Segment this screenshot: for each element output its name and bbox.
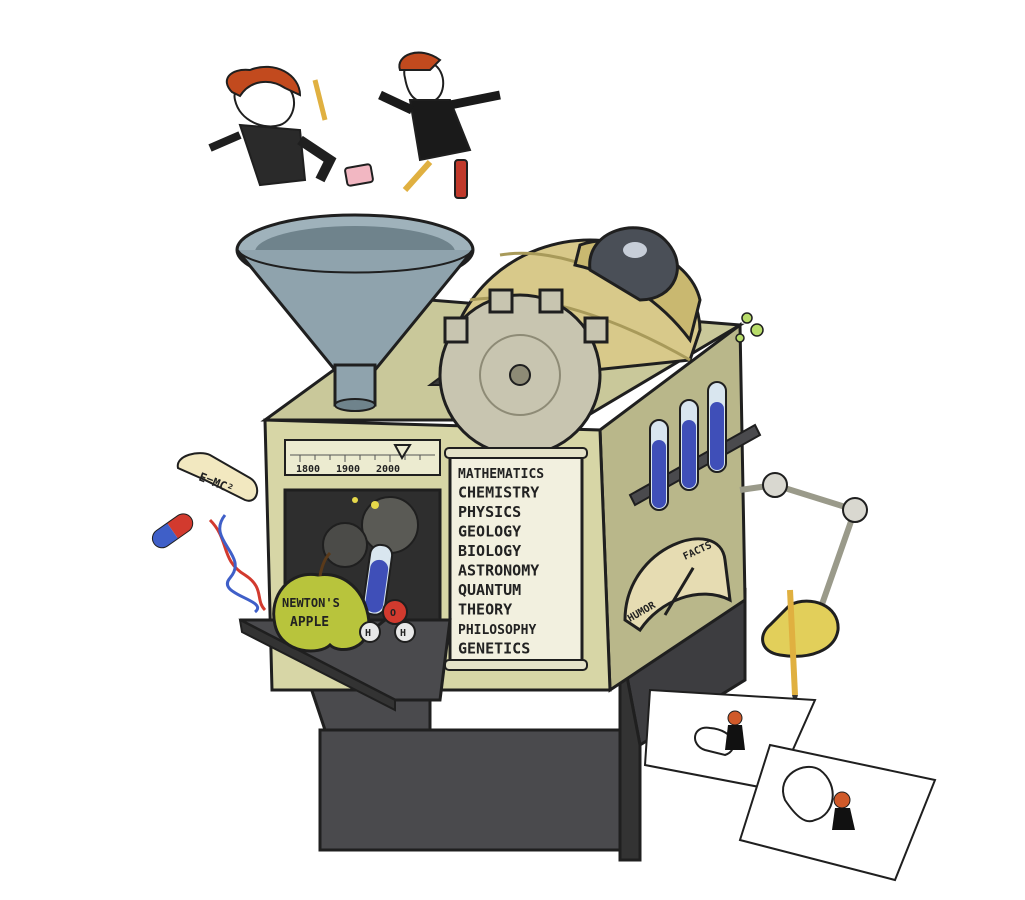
subject-item: BIOLOGY (458, 542, 521, 560)
test-tube (362, 543, 394, 616)
glass-lens (588, 226, 679, 302)
pencil-icon (402, 160, 433, 192)
subject-item: PHYSICS (458, 503, 521, 521)
pencil-icon (312, 79, 328, 121)
test-tube (707, 381, 727, 473)
eraser-icon (344, 163, 374, 187)
bubbles (735, 312, 764, 343)
newtons-apple: NEWTON'S APPLE (272, 551, 371, 653)
test-tube (649, 419, 669, 511)
formula-scroll: E=MC² (176, 452, 259, 502)
test-tube-rack (628, 381, 762, 511)
humor-facts-gauge: HUMOR FACTS (623, 537, 732, 633)
subject-item: MATHEMATICS (458, 467, 544, 482)
molecule: H O H (359, 599, 416, 643)
timeline-tick-label: 2000 (376, 464, 400, 475)
subject-item: QUANTUM (458, 581, 521, 599)
comic-page (738, 743, 937, 882)
pill-capsule-icon (151, 513, 194, 549)
robot-arm (739, 472, 868, 705)
apple-label-line2: APPLE (290, 615, 329, 630)
girl-character (208, 65, 337, 187)
comic-character (725, 710, 745, 750)
subject-item: GENETICS (458, 640, 530, 658)
dna-helix-icon (208, 514, 267, 614)
timeline-pointer-icon (393, 444, 412, 461)
timeline-tick-label: 1900 (336, 464, 360, 475)
man-character (378, 51, 501, 162)
glove-icon (761, 599, 840, 658)
subject-item: PHILOSOPHY (458, 623, 536, 638)
timeline-dial: 1800 1900 2000 (284, 439, 441, 476)
molecule-atom: H (400, 628, 406, 639)
molecule-atom: O (390, 608, 396, 619)
subject-item: GEOLOGY (458, 523, 521, 541)
funnel (235, 213, 475, 412)
apple-label-line1: NEWTON'S (282, 596, 340, 610)
subject-item: ASTRONOMY (458, 562, 539, 580)
test-tube (679, 399, 699, 491)
marker-icon (454, 159, 468, 199)
timeline-tick-label: 1800 (296, 464, 320, 475)
subject-item: CHEMISTRY (458, 484, 539, 502)
gear (438, 288, 609, 457)
molecule-atom: H (365, 628, 371, 639)
comic-character (832, 791, 855, 830)
gauge-needle (663, 567, 695, 616)
subject-item: THEORY (458, 601, 512, 619)
pencil-icon (787, 589, 798, 696)
